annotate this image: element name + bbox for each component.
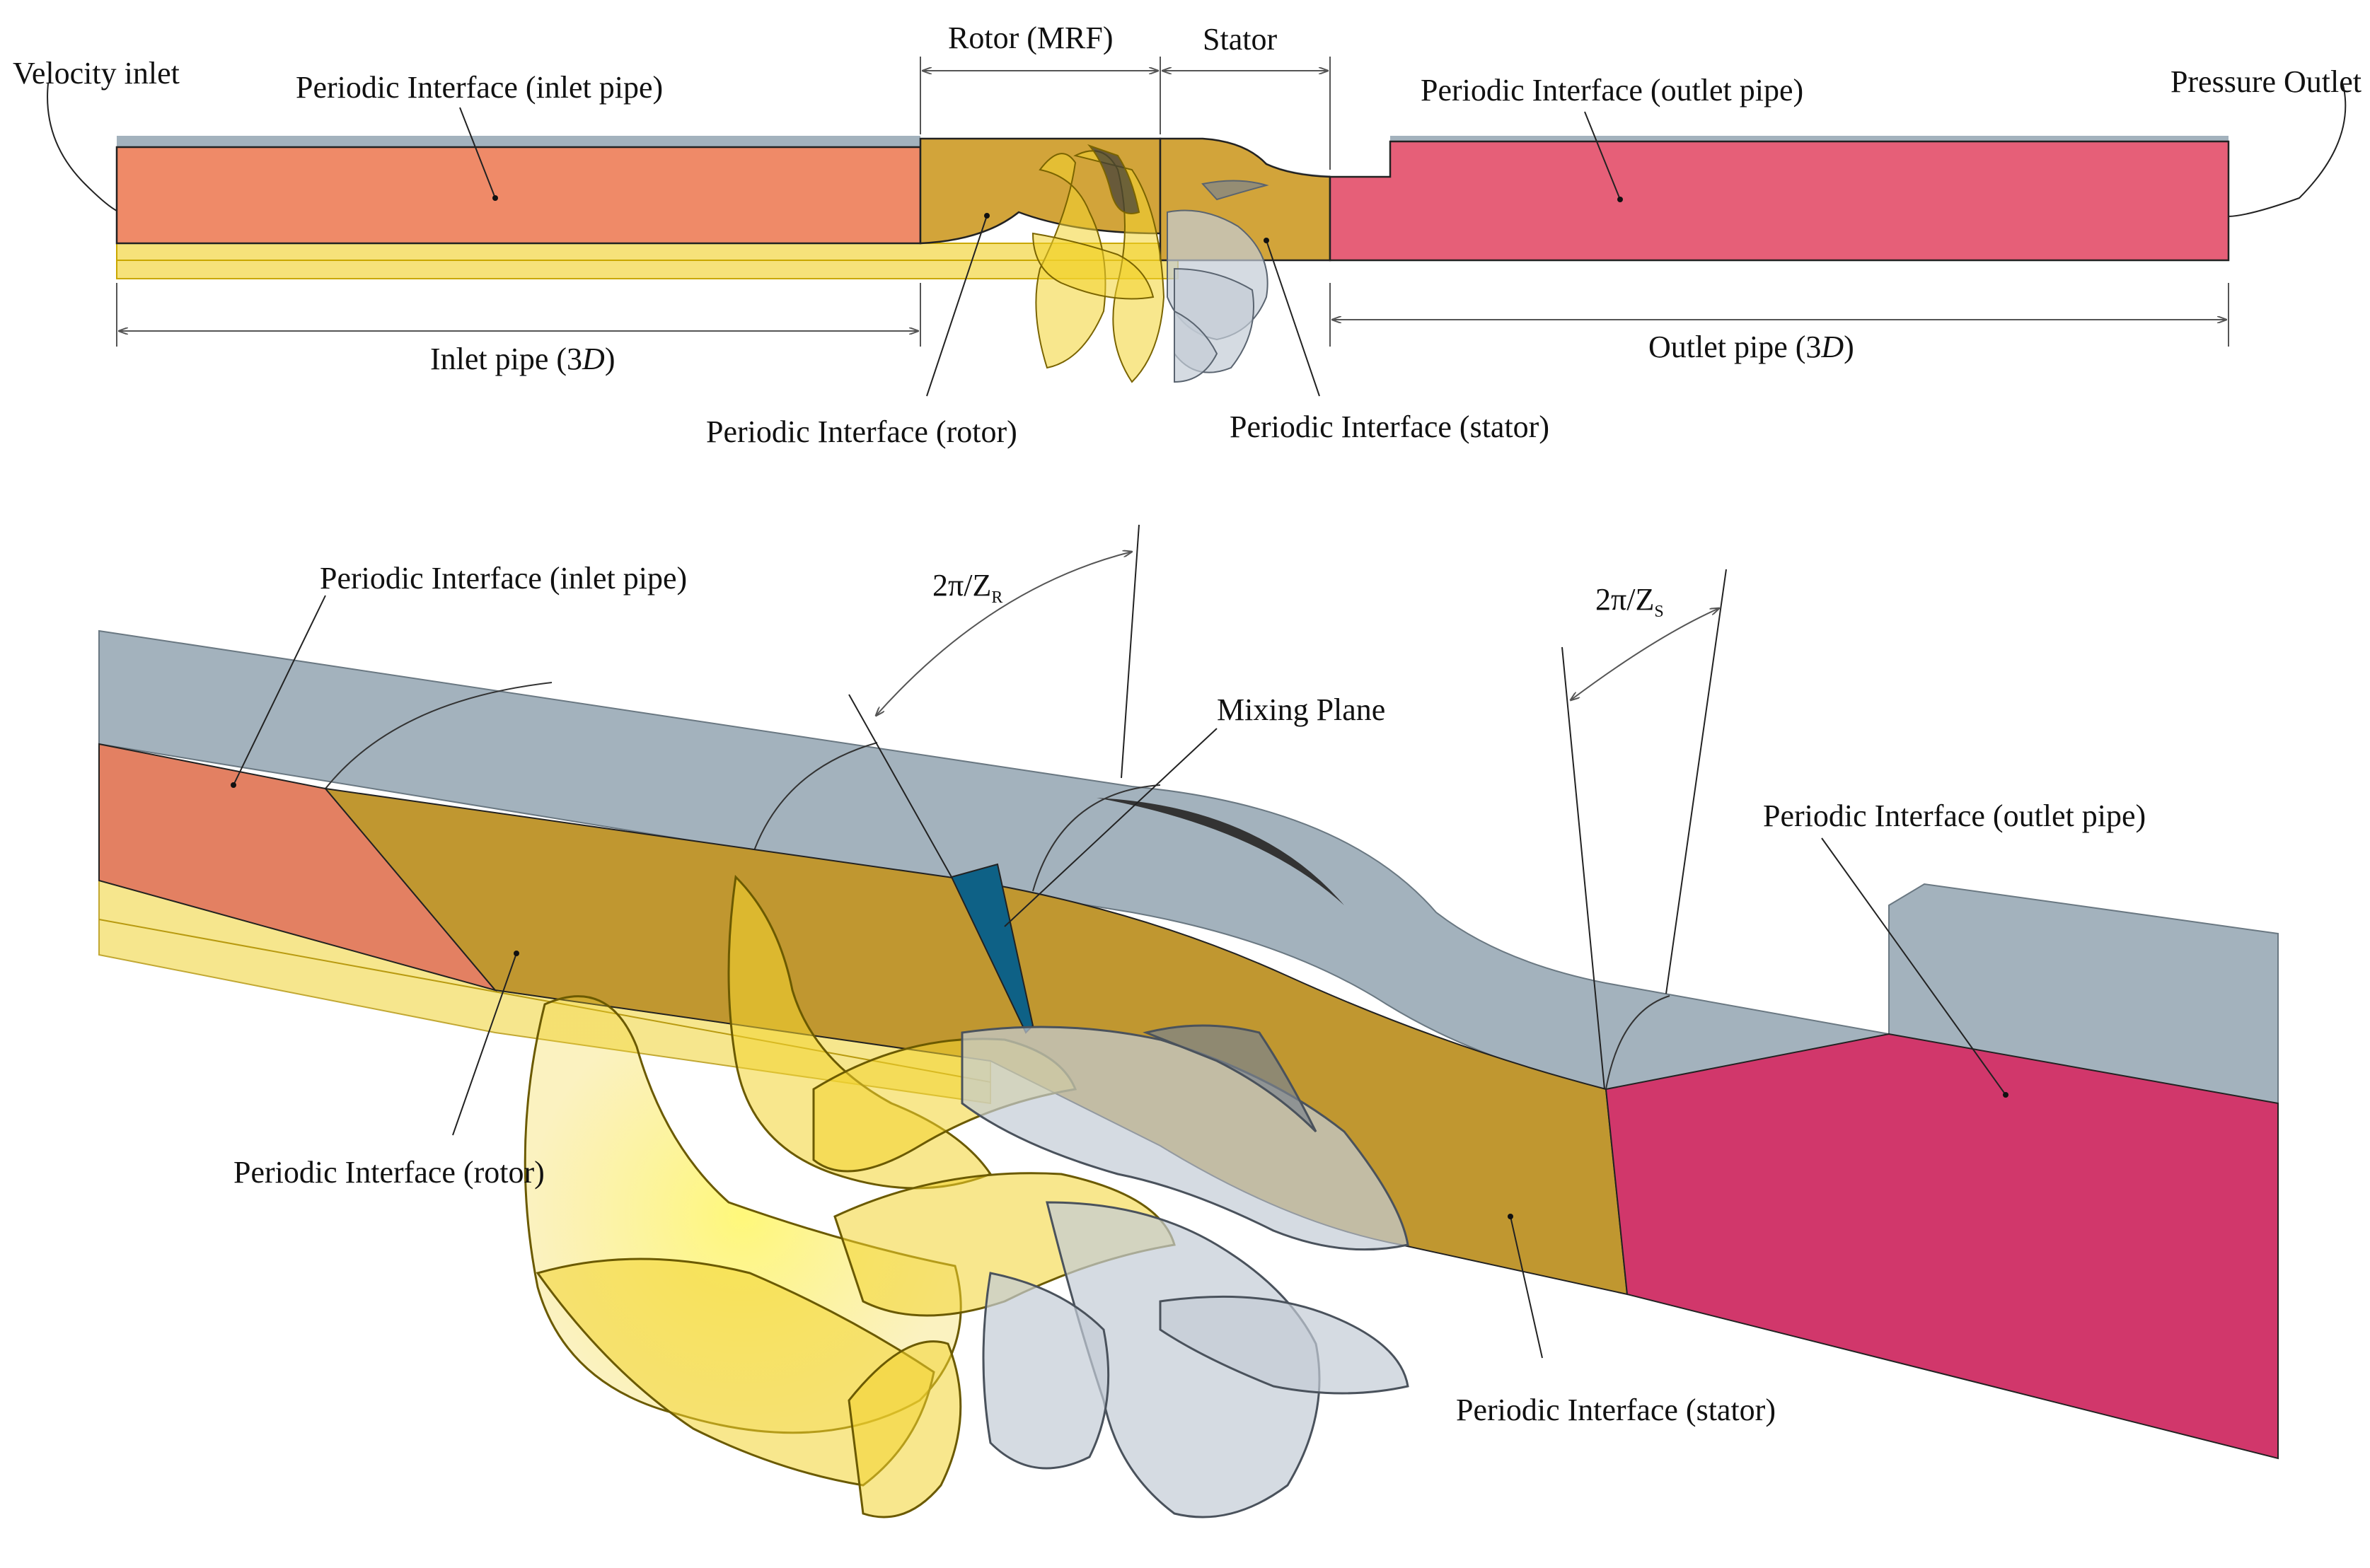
mixing-plane-label: Mixing Plane <box>1217 692 1385 727</box>
iso-wall-arc-1 <box>325 682 553 789</box>
top-inlet-pipe-region <box>115 146 922 245</box>
angle-stator-ray-2 <box>1665 569 1727 994</box>
iso-3d-view: Periodic Interface (inlet pipe) 2π/ZR 2π… <box>98 524 2279 1518</box>
iso-wall-upper <box>98 629 2279 1105</box>
iso-pi-outlet-pipe-label: Periodic Interface (outlet pipe) <box>1763 798 2146 833</box>
pi-stator-leader <box>1266 240 1320 397</box>
outlet-pipe-dim-label: Outlet pipe (3D) <box>1648 330 1854 364</box>
top-pi-rotor-label: Periodic Interface (rotor) <box>706 414 1017 449</box>
top-pi-stator-label: Periodic Interface (stator) <box>1230 410 1549 444</box>
top-wall-strip <box>117 136 920 149</box>
angle-rotor-label: 2π/ZR <box>932 568 1002 607</box>
iso-pi-outlet-leader <box>1821 837 2006 1096</box>
mixing-plane-leader <box>1004 728 1218 927</box>
velocity-inlet-label: Velocity inlet <box>13 56 180 91</box>
iso-pi-stator-leader <box>1510 1216 1543 1359</box>
top-stator-blades <box>1167 180 1269 383</box>
iso-pi-inlet-leader <box>233 595 326 786</box>
iso-stator-blades <box>961 1024 1409 1518</box>
iso-outlet-pipe-face <box>1605 1033 2279 1460</box>
inlet-pipe-dim-label: Inlet pipe (3D) <box>430 342 615 376</box>
iso-wall-arc-4 <box>1605 995 1670 1090</box>
angle-stator-label: 2π/ZS <box>1595 582 1664 621</box>
pressure-outlet-label: Pressure Outlet <box>2170 64 2362 99</box>
top-outlet-pipe-region <box>1329 140 2230 262</box>
angle-rotor-arc <box>876 552 1132 716</box>
angle-rotor-ray-2 <box>1121 524 1140 779</box>
velocity-inlet-leader <box>47 83 117 211</box>
top-pi-outlet-pipe-label: Periodic Interface (outlet pipe) <box>1421 73 1803 108</box>
iso-wall-arc-3 <box>1032 784 1161 892</box>
angle-stator-ray-1 <box>1561 646 1605 1090</box>
angle-rotor-ray-1 <box>848 694 952 878</box>
angle-stator-arc <box>1571 608 1719 700</box>
rotor-mrf-label: Rotor (MRF) <box>948 21 1113 55</box>
top-rotor-blades <box>1031 144 1165 383</box>
iso-pi-stator-label: Periodic Interface (stator) <box>1456 1393 1776 1427</box>
iso-pi-rotor-leader <box>452 953 517 1136</box>
pi-inlet-pipe-leader <box>459 107 496 199</box>
iso-mixing-plane <box>950 863 1034 1034</box>
pi-rotor-leader <box>926 215 988 397</box>
stator-label: Stator <box>1203 22 1277 57</box>
iso-pi-rotor-label: Periodic Interface (rotor) <box>233 1155 545 1190</box>
top-pi-inlet-pipe-label: Periodic Interface (inlet pipe) <box>296 70 663 105</box>
top-meridional-view: Velocity inlet Pressure Outlet Periodic … <box>13 21 2362 449</box>
iso-wall-arc-2 <box>749 742 878 864</box>
pi-outlet-pipe-leader <box>1584 111 1621 200</box>
pressure-outlet-leader <box>2228 84 2347 217</box>
iso-pi-inlet-pipe-label: Periodic Interface (inlet pipe) <box>320 561 687 596</box>
top-wall-outlet <box>1390 136 2229 141</box>
